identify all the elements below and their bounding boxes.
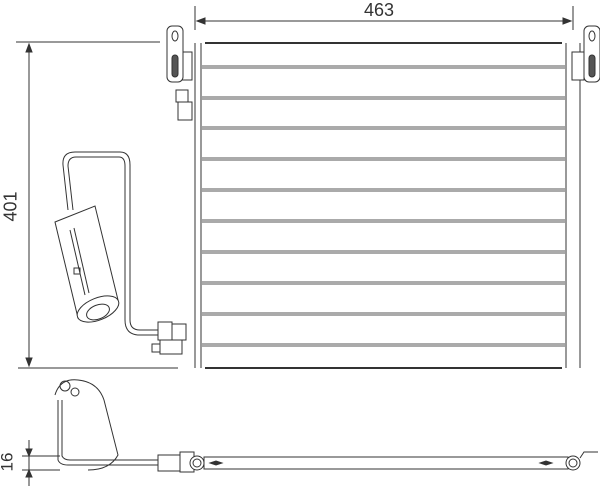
receiver-drier [54, 205, 120, 323]
left-header-tank [175, 43, 196, 368]
height-dimension-label: 401 [0, 191, 21, 222]
height-dimension-line [16, 41, 178, 369]
pipe-fitting [151, 321, 187, 355]
right-header-tank [571, 43, 585, 368]
depth-dimension-label: 16 [0, 452, 17, 472]
depth-dimension-line [22, 440, 60, 486]
width-dimension-line [194, 6, 574, 30]
refrigerant-pipe [62, 151, 160, 336]
left-mounting-bracket [166, 25, 184, 83]
width-dimension-label: 463 [364, 0, 395, 20]
bottom-view [54, 379, 598, 473]
condenser-core [200, 42, 567, 369]
right-mounting-bracket [583, 25, 600, 83]
